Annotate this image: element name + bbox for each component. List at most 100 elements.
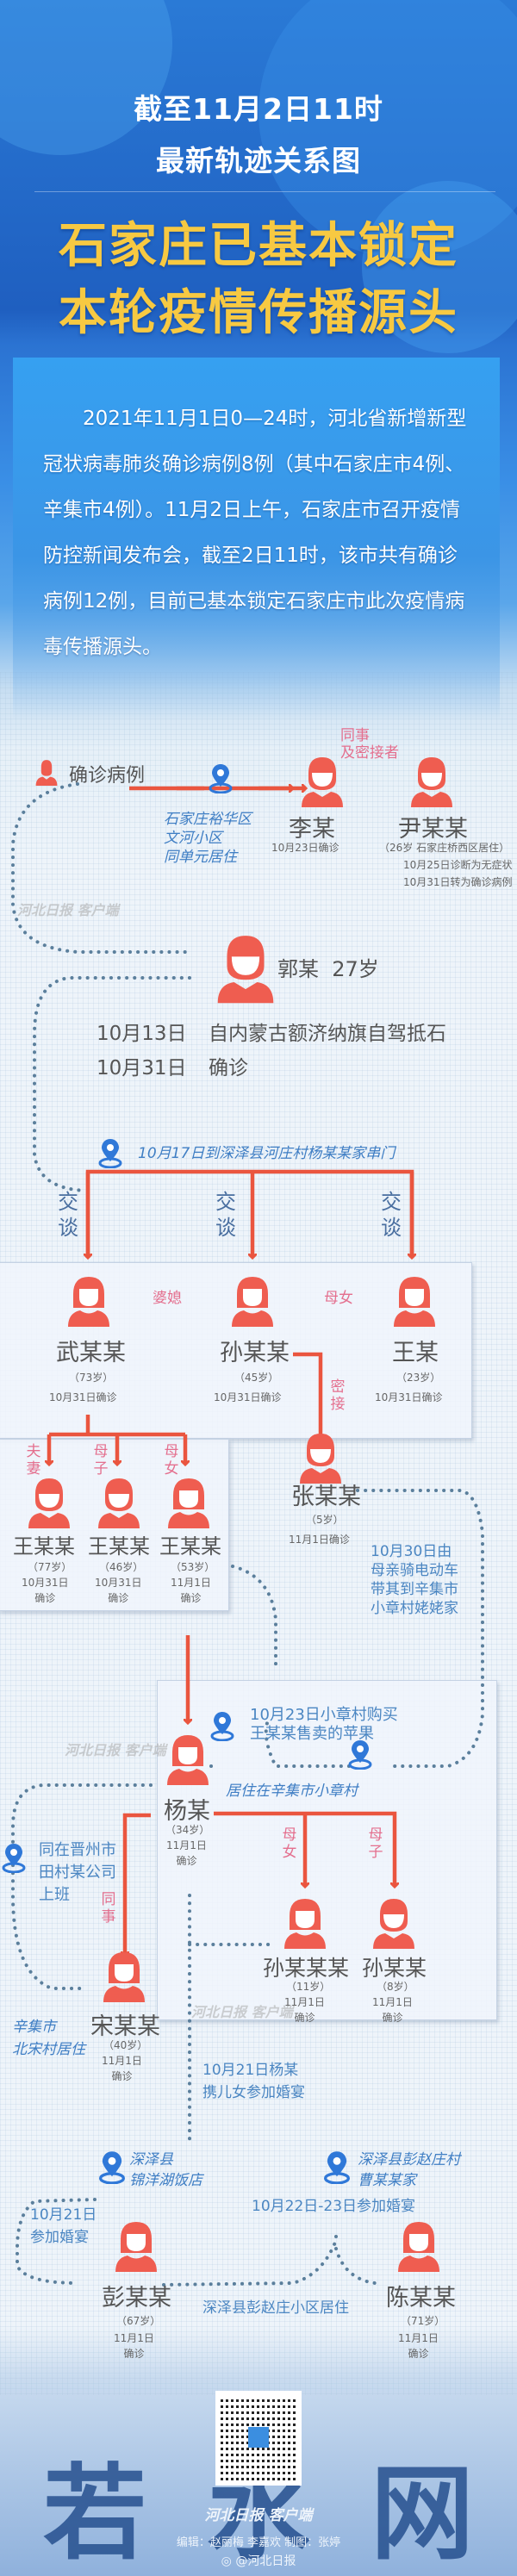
female-case-icon — [283, 1895, 327, 1949]
location-pin-icon — [348, 1739, 372, 1770]
case-wang53-name: 王某某 — [159, 1534, 221, 1559]
case-wang46-name: 王某某 — [88, 1534, 150, 1559]
qr-logo — [248, 2427, 269, 2448]
case-wang77-age: （77岁） — [28, 1561, 72, 1573]
wedding-dates: 10月22日-23日参加婚宴 — [252, 2198, 416, 2215]
bg-bubble — [258, 0, 517, 258]
female-case-icon — [102, 1949, 146, 2002]
intro-paragraph: 2021年11月1日0—24时，河北省新增新型冠状病毒肺炎确诊病例8例（其中石家… — [43, 408, 467, 658]
watermark: 河北日报 客户端 — [191, 2004, 293, 2020]
female-case-icon — [230, 1273, 275, 1327]
location-hezhuang: 10月17日到深泽县河庄村杨某某家串门 — [138, 1145, 396, 1162]
male-case-icon — [409, 754, 454, 807]
case-wang53-confirm: 11月1日确诊 — [171, 1577, 211, 1604]
case-chen-confirm: 11月1日确诊 — [398, 2332, 439, 2360]
location-jinzhou: 同在晋州市田村某公司上班 — [39, 1841, 116, 1904]
male-case-icon — [300, 754, 345, 807]
case-wu-confirm: 10月31日确诊 — [49, 1391, 117, 1403]
divider — [34, 191, 495, 192]
wedding-note: 10月21日杨某携儿女参加婚宴 — [202, 2062, 305, 2101]
case-yin-name: 尹某某 — [398, 816, 468, 843]
female-case-icon — [114, 2218, 159, 2272]
case-sun11-name: 孙某某某 — [263, 1956, 350, 1981]
title-line-1: 截至11月2日11时 — [134, 92, 383, 126]
relation-colleague: 同事 — [101, 1891, 116, 1926]
female-case-icon — [396, 2218, 441, 2272]
relation-spouse: 夫妻 — [26, 1443, 41, 1478]
case-yang-confirm: 11月1日确诊 — [166, 1839, 207, 1867]
male-case-icon — [371, 1895, 416, 1949]
location-pin-icon — [323, 2150, 351, 2185]
case-sun45-name: 孙某某 — [220, 1340, 290, 1366]
case-li-name: 李某 — [289, 816, 335, 843]
case-yin-note-2: 10月31日转为确诊病例 — [403, 876, 513, 888]
female-case-icon — [392, 1273, 437, 1327]
relation-mother-daughter: 母女 — [324, 1290, 353, 1307]
relation-talk: 交谈 — [58, 1190, 78, 1240]
case-wang23-confirm: 10月31日确诊 — [375, 1391, 443, 1403]
relation-close-contact: 密接 — [330, 1378, 346, 1413]
watermark: 河北日报 客户端 — [65, 1742, 166, 1758]
footer-weibo[interactable]: ◎ @河北日报 — [221, 2554, 296, 2568]
location-pin-icon — [98, 2150, 126, 2185]
case-wang77-name: 王某某 — [13, 1534, 75, 1559]
case-wang46-confirm: 10月31日确诊 — [95, 1577, 142, 1604]
male-case-icon — [27, 1475, 72, 1528]
case-sun8-confirm: 11月1日确诊 — [372, 1996, 413, 2024]
case-yin-note-1: 10月25日诊断为无症状 — [403, 859, 513, 871]
weibo-icon: ◎ — [221, 2554, 232, 2568]
case-sun45-confirm: 10月31日确诊 — [214, 1391, 282, 1403]
case-wang77-confirm: 10月31日确诊 — [22, 1577, 69, 1604]
bg-bubble — [0, 0, 172, 155]
case-wu-name: 武某某 — [56, 1340, 126, 1366]
footer-brand: 河北日报 客户端 — [204, 2507, 313, 2524]
female-case-icon — [166, 1475, 211, 1528]
case-chen-age: （71岁） — [401, 2315, 445, 2327]
location-cao: 深泽县彭赵庄村曹某某家 — [358, 2151, 460, 2189]
watermark: 河北日报 客户端 — [17, 902, 119, 918]
case-zhang-confirm: 11月1日确诊 — [289, 1534, 350, 1546]
legend-label: 确诊病例 — [69, 765, 146, 787]
case-song-name: 宋某某 — [90, 2013, 160, 2040]
case-zhang-name: 张某某 — [291, 1484, 361, 1510]
case-peng-confirm: 11月1日确诊 — [114, 2332, 154, 2360]
case-zhang-age: （5岁） — [306, 1514, 344, 1526]
relation-mother-daughter: 母女 — [164, 1443, 179, 1478]
overlay-char: 若 — [43, 2455, 146, 2574]
case-peng-name: 彭某某 — [102, 2285, 171, 2312]
zhang-travel-note: 10月30日由母亲骑电动车带其到辛集市小章村姥姥家 — [371, 1543, 458, 1617]
relation-talk: 交谈 — [381, 1190, 402, 1240]
wedding-21-note: 10月21日参加婚宴 — [30, 2206, 97, 2246]
location-wenhe: 石家庄裕华区文河小区同单元居住 — [164, 811, 252, 866]
case-song-confirm: 11月1日确诊 — [102, 2055, 142, 2082]
case-peng-age: （67岁） — [116, 2315, 161, 2327]
footer-credits: 编辑：赵丽梅 李嘉欢 制图：张婷 — [176, 2536, 341, 2549]
apple-purchase-note: 10月23日小章村购买王某某售卖的苹果 — [250, 1706, 398, 1743]
case-yang-name: 杨某 — [164, 1798, 210, 1825]
case-wang23-age: （23岁） — [396, 1372, 441, 1384]
case-wang23-name: 王某 — [392, 1340, 439, 1366]
relation-talk: 交谈 — [215, 1190, 236, 1240]
intro-panel — [13, 358, 500, 719]
headline-1: 石家庄已基本锁定 — [59, 218, 458, 274]
qr-code[interactable] — [215, 2391, 302, 2486]
relation-colleague-contact: 同事及密接者 — [340, 727, 399, 762]
relation-in-law: 婆媳 — [153, 1290, 182, 1307]
case-sun11-age: （11岁） — [286, 1981, 331, 1993]
male-case-icon — [215, 930, 276, 1004]
location-pin-icon — [2, 1842, 26, 1874]
case-li-confirm: 10月23日确诊 — [271, 842, 339, 854]
location-xiaozhang: 居住在辛集市小章村 — [226, 1783, 358, 1800]
case-wang46-age: （46岁） — [99, 1561, 144, 1573]
headline-2: 本轮疫情传播源头 — [59, 285, 458, 341]
relation-mother-son: 母子 — [368, 1826, 383, 1861]
case-sun8-age: （8岁） — [377, 1981, 414, 1993]
male-case-icon — [298, 1430, 343, 1484]
case-yin-info: （26岁 石家庄桥西区居住） — [379, 842, 510, 854]
case-sun11-confirm: 11月1日确诊 — [284, 1996, 325, 2024]
case-wang53-age: （53岁） — [171, 1561, 215, 1573]
overlay-char: 网 — [371, 2455, 474, 2574]
female-case-icon — [165, 1732, 210, 1785]
female-case-icon — [66, 1273, 111, 1327]
